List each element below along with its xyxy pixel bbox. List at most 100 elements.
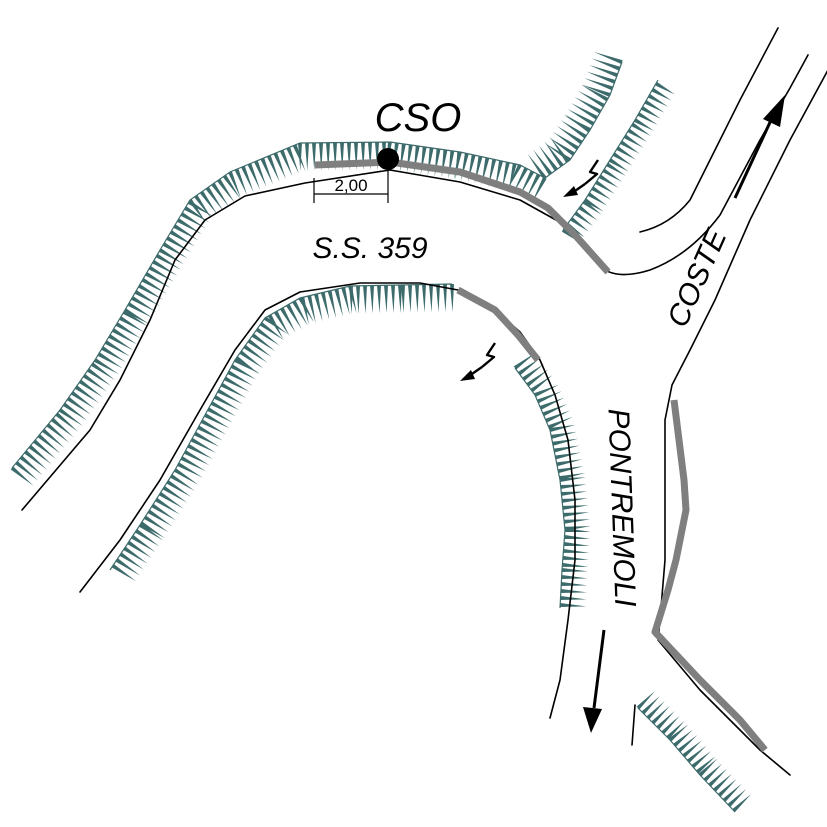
hatch-mark (341, 287, 350, 315)
hatch-mark (574, 96, 602, 114)
embankment-hatch-inner-curve (109, 283, 454, 582)
hatch-mark (563, 541, 590, 546)
hatch-mark (173, 224, 199, 241)
hatch-mark (207, 407, 233, 423)
dimension-value: 2,00 (334, 176, 367, 195)
hatch-mark (560, 120, 587, 139)
hatch-mark (553, 445, 580, 453)
hatch-mark (266, 155, 280, 182)
hatch-mark (307, 295, 316, 324)
hatch-mark (166, 236, 192, 253)
hatch-mark (138, 284, 164, 300)
hatch-mark (552, 131, 579, 151)
hatch-mark (155, 497, 180, 515)
hatch-mark (641, 695, 660, 715)
hatch-mark (584, 78, 614, 91)
hatch-mark (651, 705, 670, 725)
kerb-right (651, 399, 768, 753)
hatch-mark (205, 186, 224, 211)
hatch-mark (549, 424, 576, 432)
hatch-mark (384, 285, 389, 314)
hatch-mark (550, 431, 577, 439)
hatch-mark (582, 200, 602, 215)
hatch-mark (595, 180, 615, 194)
hatch-mark (15, 461, 39, 481)
hatch-mark (561, 574, 588, 579)
hatch-mark (415, 284, 420, 313)
hatch-mark (155, 253, 181, 270)
hatch-mark (173, 468, 199, 486)
hatch-mark (82, 373, 108, 392)
arrow-icon-coste (733, 95, 785, 199)
hatch-mark (243, 344, 268, 363)
hatch-mark (722, 783, 742, 802)
hatch-mark (230, 364, 257, 380)
hatch-mark (708, 768, 728, 787)
hatch-mark (66, 396, 91, 415)
hatch-mark (717, 778, 737, 797)
hatch-mark (334, 288, 343, 317)
hatch-mark (115, 558, 140, 576)
hatch-mark (147, 509, 173, 527)
hatch-mark (58, 408, 83, 427)
hatch-mark (187, 443, 213, 460)
hatch-mark (539, 397, 565, 410)
hatch-mark (525, 173, 541, 200)
hatch-mark (563, 115, 591, 132)
hatch-mark (561, 568, 588, 572)
hatch-mark (591, 58, 621, 71)
hatch-mark (183, 450, 210, 466)
hatch-mark (560, 602, 587, 607)
hatch-mark (127, 302, 153, 319)
hatch-mark (78, 379, 104, 398)
hatch-mark (86, 368, 112, 386)
hatch-mark (145, 271, 171, 288)
hatch-mark (556, 459, 583, 467)
hatch-mark (612, 152, 633, 166)
hatch-mark (222, 174, 241, 199)
hatch-mark (677, 735, 698, 753)
hatch-mark (217, 178, 235, 203)
hatch-mark (122, 310, 148, 327)
hatch-mark (223, 376, 250, 392)
hatch-mark (370, 285, 375, 314)
hatch-mark (586, 71, 616, 84)
hatch-mark (556, 125, 583, 145)
hatch-mark (280, 307, 296, 333)
hatch-mark (298, 142, 302, 171)
hatch-mark (104, 340, 130, 357)
hatch-mark (286, 147, 299, 174)
hatch-mark (583, 198, 604, 212)
hatch-mark (211, 182, 229, 207)
hatch-mark (339, 142, 344, 171)
hatch-mark (10, 466, 34, 486)
hatch-mark (588, 65, 618, 78)
hatch-mark (111, 328, 138, 345)
hatch-mark (193, 431, 220, 447)
hatch-mark (513, 352, 536, 370)
hatch-mark (564, 534, 591, 539)
hatch-mark (234, 358, 260, 374)
hatch-mark (563, 519, 591, 524)
hatch-mark (429, 284, 434, 313)
hatch-mark (620, 140, 640, 154)
hatch-mark (593, 51, 623, 64)
hatch-mark (19, 455, 43, 476)
hatch-mark (263, 316, 288, 335)
hatch-mark (332, 142, 337, 171)
embankment-hatch-bottom-right (636, 691, 752, 813)
hatch-mark (213, 395, 240, 411)
hatch-mark (560, 588, 587, 593)
hatch-mark (531, 176, 547, 203)
hatch-mark (647, 93, 669, 107)
hatch-mark (177, 462, 203, 478)
hatch-mark (563, 512, 590, 517)
hatch-mark (450, 283, 454, 312)
hatch-mark (141, 278, 167, 294)
hatch-mark (560, 595, 587, 600)
road-edge-inner (79, 282, 576, 719)
road-edge-coste-right (639, 27, 779, 233)
hatch-mark (227, 370, 253, 386)
